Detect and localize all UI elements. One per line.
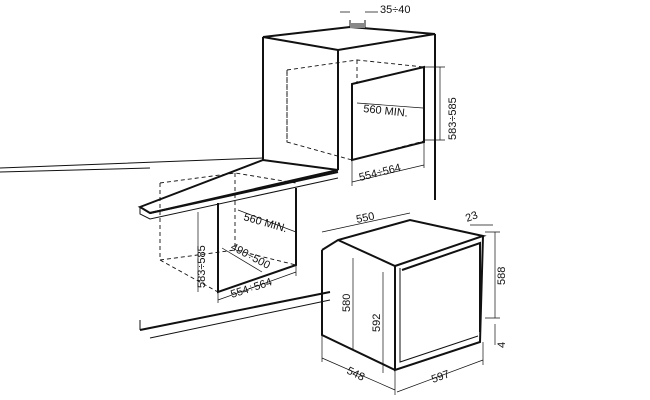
label-lower-niche-height: 583÷585 <box>196 245 208 288</box>
label-side-height: 580 <box>341 294 353 312</box>
vent-slot <box>350 23 365 28</box>
label-oven-depth: 550 <box>355 210 375 226</box>
label-front-height: 588 <box>496 267 508 285</box>
dimension-lines <box>197 11 500 395</box>
countertop <box>0 157 339 220</box>
label-upper-niche-height: 583÷585 <box>447 97 459 140</box>
label-upper-niche-depth: 560 MIN. <box>363 103 409 120</box>
label-bottom-gap: 4 <box>496 342 508 348</box>
label-upper-niche-width: 554÷564 <box>358 162 402 184</box>
label-oven-width: 597 <box>430 368 451 386</box>
label-lower-niche-inner-depth: 490÷500 <box>229 241 272 272</box>
label-body-depth: 548 <box>345 365 367 384</box>
column-cabinet <box>262 20 436 200</box>
label-lower-niche-depth: 560 MIN. <box>242 211 288 235</box>
dimension-labels: 35÷40 560 MIN. 583÷585 554÷564 560 MIN. … <box>196 4 508 386</box>
label-body-height: 592 <box>371 314 383 332</box>
label-vent-gap: 35÷40 <box>380 4 411 16</box>
base-lines <box>139 291 331 339</box>
label-door-thickness: 23 <box>464 209 480 224</box>
lower-niche <box>159 172 297 294</box>
